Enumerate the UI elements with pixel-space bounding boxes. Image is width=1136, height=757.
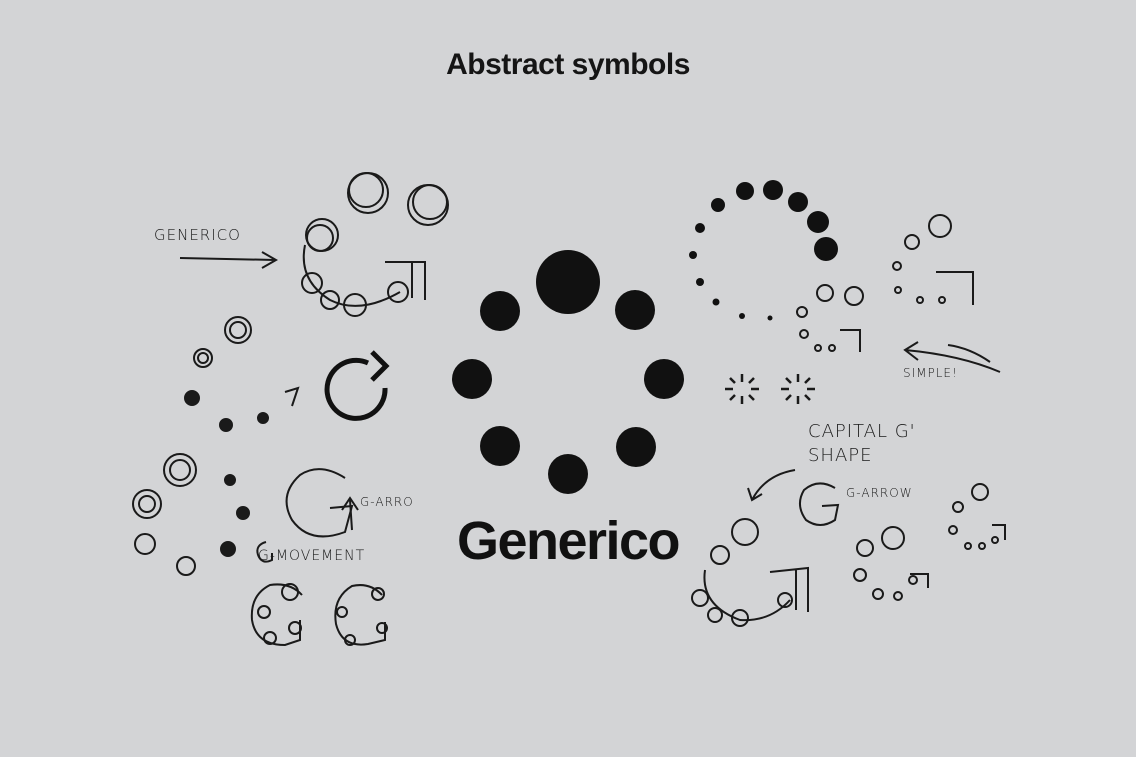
sketch-g-circles: [179, 172, 449, 317]
logo-wordmark: Generico: [456, 511, 681, 571]
page-title: Abstract symbols: [446, 48, 690, 81]
sketch-gg-dotted: [250, 583, 388, 647]
note-simple: SIMPLE!: [903, 366, 958, 380]
sketch-dot-spiral-left: [132, 316, 300, 576]
sketch-g-arrow-left: [256, 468, 359, 563]
note-g-movement: G-MOVEMENT: [258, 548, 366, 564]
note-g-arrow-left: G-ARRO: [360, 495, 414, 509]
refresh-arrow-icon: [324, 350, 390, 421]
note-generico: GENERICO: [154, 226, 241, 244]
note-capital-g-shape: CAPITAL G' SHAPE: [808, 421, 916, 466]
sketch-dot-spiral-right: [689, 180, 838, 321]
sketch-small-marks: [691, 214, 1006, 627]
note-g-arrow-right: G-ARROW: [846, 486, 913, 500]
logo-mark: [452, 250, 684, 494]
